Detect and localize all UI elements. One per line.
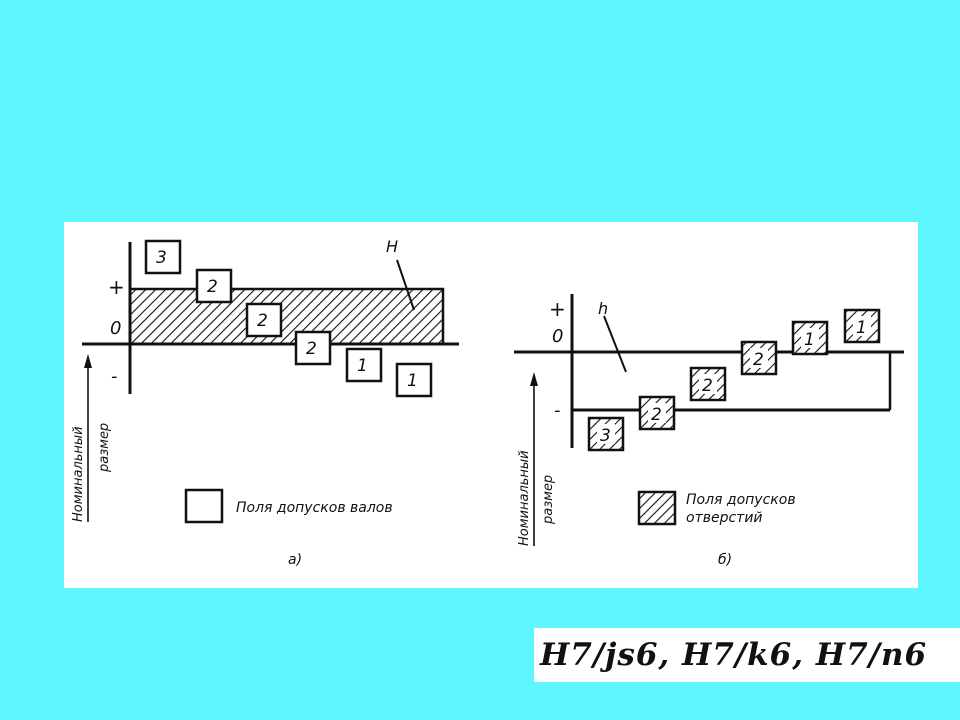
plus-sign-a: + xyxy=(108,275,125,299)
hole-box-2a: 2 xyxy=(638,395,676,431)
legend-box-shafts xyxy=(184,488,224,524)
axis-label-b-line2: размер xyxy=(541,475,556,525)
hole-tolerance-field-H xyxy=(128,287,445,346)
hole-box-2b: 2 xyxy=(689,366,727,402)
svg-text:1: 1 xyxy=(804,330,815,350)
minus-sign-a: - xyxy=(111,366,118,387)
svg-text:2: 2 xyxy=(257,311,268,331)
field-label-H: H xyxy=(386,237,398,256)
fit-formula-text: H7/js6, H7/k6, H7/n6 xyxy=(540,637,928,673)
zero-sign-b: 0 xyxy=(552,326,563,347)
shaft-box-3: 3 xyxy=(144,239,182,275)
caption-b: б) xyxy=(718,552,732,568)
tolerance-diagram-figure: H + 0 - Номинальный размер 3 2 2 2 1 xyxy=(64,222,918,588)
hole-box-2c: 2 xyxy=(740,340,778,376)
legend-text-shafts: Поля допусков валов xyxy=(236,500,393,516)
legend-text-holes-line1: Поля допусков xyxy=(686,492,796,508)
svg-text:3: 3 xyxy=(156,248,167,268)
svg-text:2: 2 xyxy=(306,339,317,359)
axis-arrowhead-b xyxy=(530,372,538,386)
svg-text:2: 2 xyxy=(753,350,764,370)
svg-text:1: 1 xyxy=(357,356,368,376)
diagram-b: h + 0 - Номинальный размер 3 2 2 2 xyxy=(514,294,904,568)
plus-sign-b: + xyxy=(549,297,566,321)
axis-arrowhead-a xyxy=(84,354,92,368)
shaft-box-1a: 1 xyxy=(345,347,383,383)
minus-sign-b: - xyxy=(554,400,561,421)
zero-sign-a: 0 xyxy=(110,318,121,339)
svg-text:2: 2 xyxy=(651,405,662,425)
shaft-box-2b: 2 xyxy=(245,302,283,338)
hole-box-1b: 1 xyxy=(843,308,881,344)
axis-label-a-line2: размер xyxy=(97,423,112,473)
svg-text:2: 2 xyxy=(207,277,218,297)
diagram-a: H + 0 - Номинальный размер 3 2 2 2 1 xyxy=(71,237,459,568)
field-label-h: h xyxy=(598,299,608,318)
svg-text:2: 2 xyxy=(702,376,713,396)
leader-line-h xyxy=(603,315,627,373)
shaft-box-2c: 2 xyxy=(294,330,332,366)
fit-formula-panel: H7/js6, H7/k6, H7/n6 xyxy=(534,628,960,682)
svg-text:1: 1 xyxy=(407,371,418,391)
legend-box-holes xyxy=(637,490,677,526)
svg-text:3: 3 xyxy=(600,426,611,446)
tolerance-diagram-svg: H + 0 - Номинальный размер 3 2 2 2 1 xyxy=(71,237,904,568)
shaft-box-2a: 2 xyxy=(195,268,233,304)
svg-text:1: 1 xyxy=(856,318,867,338)
hole-box-1a: 1 xyxy=(791,320,829,356)
axis-label-b-line1: Номинальный xyxy=(517,450,532,546)
legend-text-holes-line2: отверстий xyxy=(686,510,763,526)
shaft-box-1b: 1 xyxy=(395,362,433,398)
axis-label-a-line1: Номинальный xyxy=(71,426,86,522)
caption-a: а) xyxy=(288,552,302,568)
hole-box-3: 3 xyxy=(587,416,625,452)
leader-line-H xyxy=(396,259,415,311)
